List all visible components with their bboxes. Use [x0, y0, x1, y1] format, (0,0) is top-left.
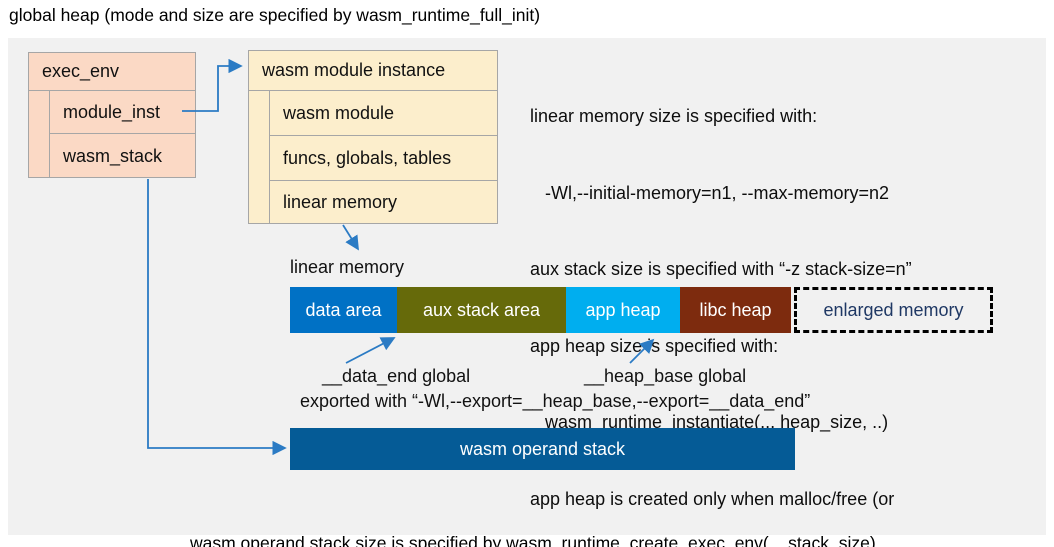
note-line: app heap is created only when malloc/fre…: [530, 488, 895, 509]
module-instance-row-linear-memory: linear memory: [269, 181, 497, 224]
segment-enlarged-memory-label: enlarged memory: [823, 299, 964, 320]
segment-data-area: data area: [290, 287, 397, 333]
segment-app-heap-label: app heap: [585, 299, 661, 320]
module-instance-row-wasm-module: wasm module: [269, 91, 497, 136]
wasm-operand-stack-label: wasm operand stack: [459, 438, 626, 459]
linear-memory-label: linear memory: [290, 257, 405, 277]
module-instance-row-funcs-globals-tables: funcs, globals, tables: [269, 136, 497, 181]
diagram-title: global heap (mode and size are specified…: [9, 5, 541, 25]
wasm-operand-stack-bar: wasm operand stack: [290, 428, 795, 470]
heap-base-global-label: __heap_base global: [584, 366, 747, 386]
segment-data-area-label: data area: [305, 299, 382, 320]
segment-enlarged-memory: enlarged memory: [794, 287, 993, 333]
note-line: -Wl,--initial-memory=n1, --max-memory=n2: [530, 182, 890, 203]
note-line: linear memory size is specified with:: [530, 106, 818, 126]
segment-app-heap: app heap: [566, 287, 680, 333]
data-end-global-label: __data_end global: [322, 366, 471, 386]
exec-env-row-module-inst: module_inst: [49, 91, 195, 134]
segment-libc-heap-label: libc heap: [699, 299, 772, 320]
linear-memory-bar: data area aux stack area app heap libc h…: [290, 287, 993, 333]
segment-libc-heap: libc heap: [680, 287, 791, 333]
footer-line: wasm operand stack size is specified by …: [190, 533, 876, 547]
segment-aux-stack-area: aux stack area: [397, 287, 566, 333]
module-instance-header: wasm module instance: [249, 51, 497, 91]
exec-env-row-wasm-stack: wasm_stack: [49, 134, 195, 178]
module-instance-box: wasm module instance wasm module funcs, …: [248, 50, 498, 224]
exec-env-box: exec_env module_inst wasm_stack: [28, 52, 196, 178]
exec-env-header: exec_env: [29, 53, 195, 91]
notes-right: linear memory size is specified with: -W…: [530, 53, 912, 547]
exported-flags-label: exported with “-Wl,--export=__heap_base,…: [300, 391, 811, 411]
segment-aux-stack-area-label: aux stack area: [422, 299, 541, 320]
footer-note: wasm operand stack size is specified by …: [190, 481, 876, 547]
note-line: aux stack size is specified with “-z sta…: [530, 259, 912, 279]
note-line: wasm_runtime_instantiate(.., heap_size, …: [530, 412, 889, 432]
note-line: app heap size is specified with:: [530, 335, 779, 356]
